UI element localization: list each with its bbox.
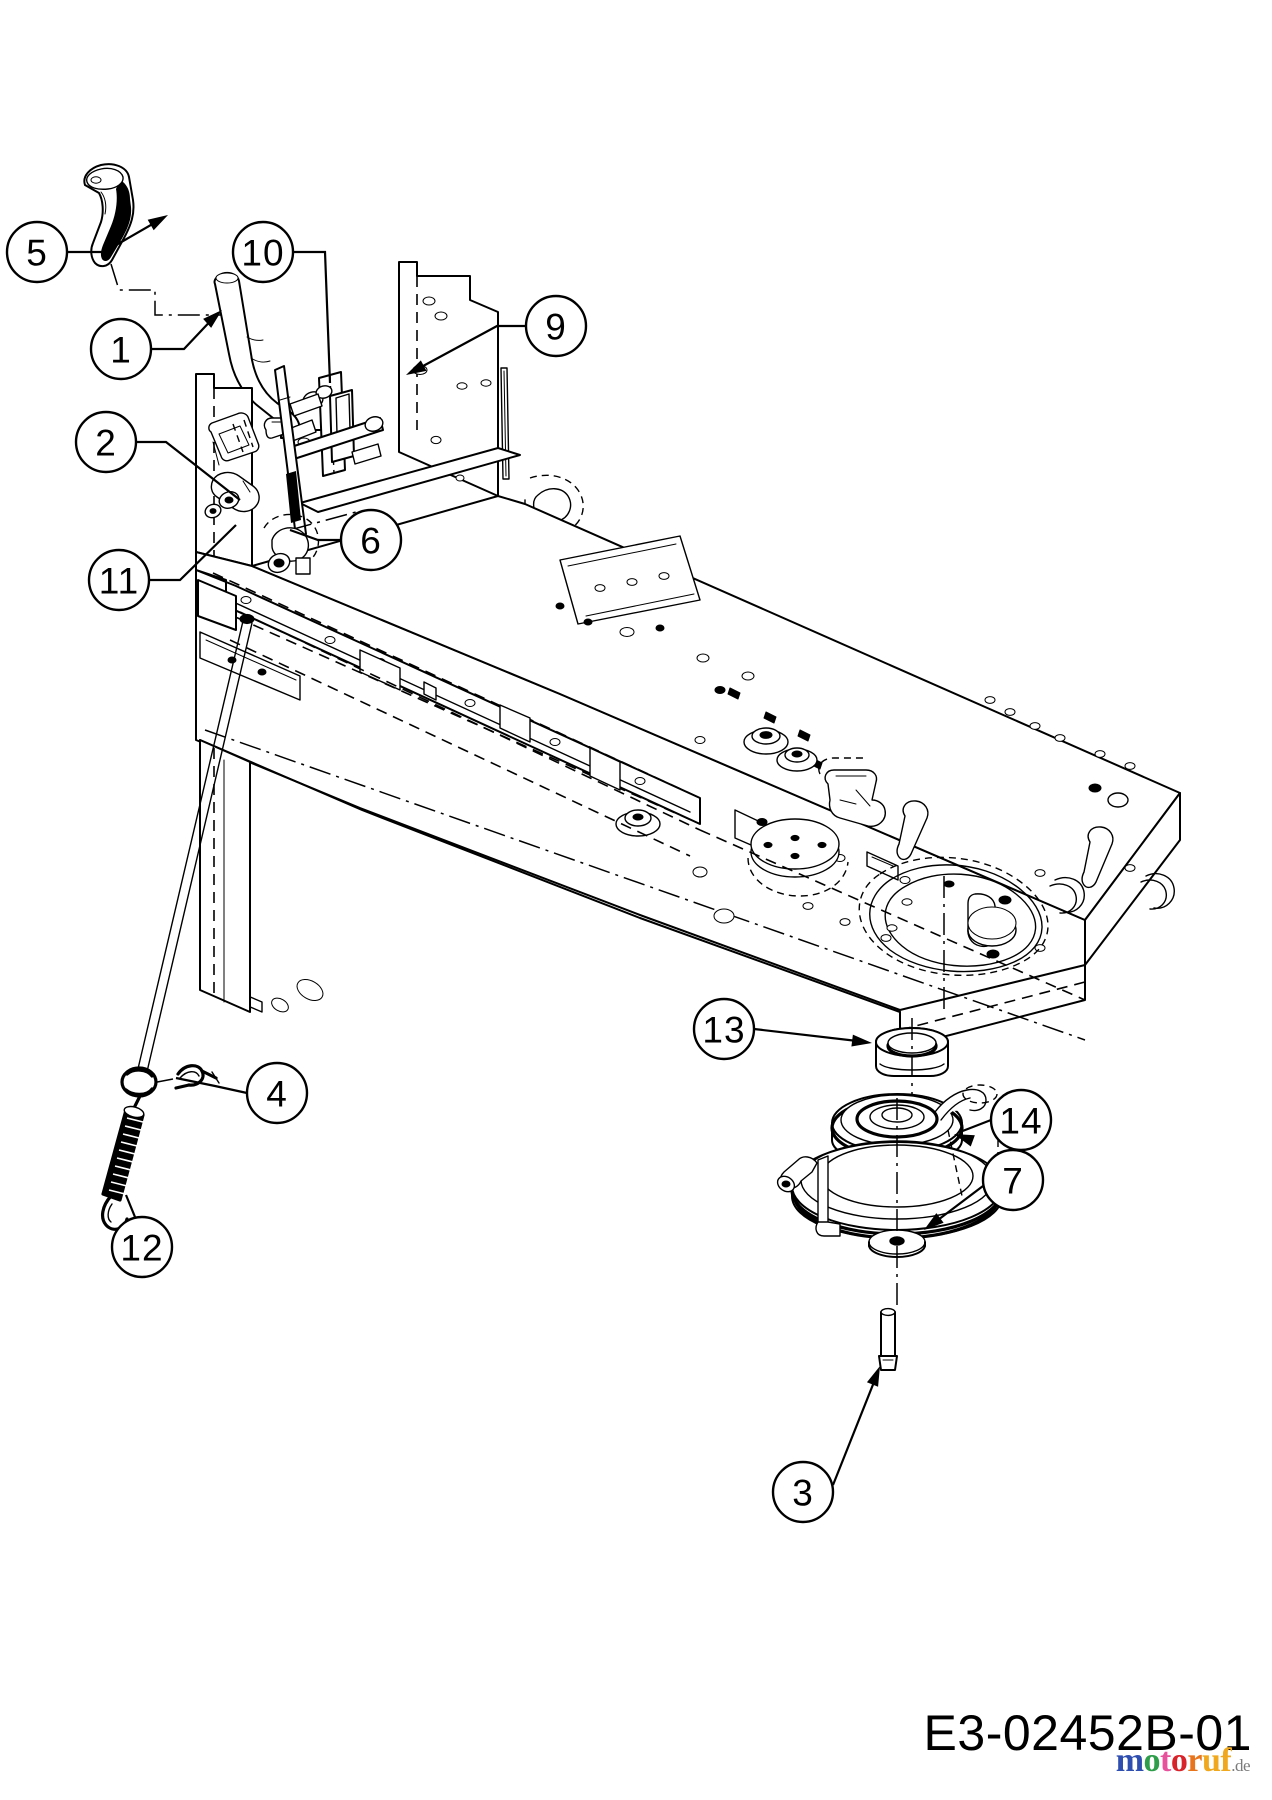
callout-bubble-7[interactable]: [981, 1148, 1045, 1212]
callout-bubble-4[interactable]: [245, 1061, 309, 1125]
leader-arrowhead-13: [851, 1034, 872, 1047]
watermark-tld: .de: [1231, 1756, 1250, 1775]
watermark-letter-1: o: [1143, 1742, 1161, 1779]
callout-10[interactable]: 10: [231, 220, 332, 384]
callout-bubble-2[interactable]: [74, 410, 138, 474]
part-hairpin-cotter-clip: [174, 1064, 220, 1090]
leader-line-10: [293, 250, 332, 384]
callout-number-14: 14: [999, 1101, 1042, 1142]
callout-number-10: 10: [241, 233, 284, 274]
leader-line-11: [149, 524, 237, 582]
callout-number-13: 13: [702, 1010, 745, 1051]
watermark-letter-2: t: [1160, 1742, 1171, 1779]
leader-arrowhead-9: [406, 360, 427, 375]
deck-pivot-cup: [263, 513, 320, 575]
part-extension-spring: [100, 1066, 158, 1231]
leader-line-2: [136, 440, 241, 501]
callout-9[interactable]: 9: [403, 294, 588, 380]
part-lever-rod-linkage: [263, 371, 384, 477]
leader-line-6: [289, 528, 341, 542]
leader-line-13: [753, 1027, 867, 1044]
part-idler-pulley: [776, 1084, 1004, 1240]
leader-arrowhead-14: [954, 1134, 975, 1147]
site-watermark: motoruf.de: [1115, 1742, 1251, 1779]
deck-loop-left: [896, 800, 929, 861]
part-lever-grip-handle: [83, 163, 135, 268]
watermark-letter-3: o: [1170, 1742, 1188, 1779]
leader-line-12: [124, 1194, 137, 1218]
callout-bubble-13[interactable]: [692, 997, 756, 1061]
callout-4[interactable]: 4: [175, 1061, 309, 1125]
part-brake-rod: [274, 365, 307, 538]
part-spring-anchor-rod: [136, 613, 255, 1077]
deck-round-pad: [747, 818, 849, 897]
callout-bubble-11[interactable]: [87, 548, 151, 612]
callout-5[interactable]: 5: [5, 210, 171, 284]
deck-loop-right: [1081, 826, 1114, 889]
callout-number-9: 9: [545, 307, 567, 348]
leader-arrowhead-3: [866, 1366, 880, 1387]
leader-arrowhead-7: [924, 1213, 944, 1230]
callout-bubble-12[interactable]: [110, 1215, 174, 1279]
callout-bubble-1[interactable]: [89, 317, 153, 381]
watermark-letter-6: f: [1220, 1742, 1232, 1779]
callout-1[interactable]: 1: [89, 306, 226, 381]
alignment-line-handle-to-lever: [110, 263, 225, 316]
callout-bubble-5[interactable]: [5, 220, 69, 284]
callout-bubble-3[interactable]: [771, 1460, 835, 1524]
callout-3[interactable]: 3: [771, 1364, 886, 1524]
drawing-number: E3-02452B-01: [923, 1705, 1252, 1761]
callout-number-6: 6: [360, 521, 382, 562]
callout-bubble-9[interactable]: [524, 294, 588, 358]
callout-bubble-10[interactable]: [231, 220, 295, 284]
callout-number-2: 2: [95, 423, 117, 464]
watermark-letter-5: u: [1201, 1742, 1221, 1779]
callout-number-7: 7: [1002, 1161, 1024, 1202]
deck-mount-bracket: [818, 757, 886, 827]
leader-line-5: [67, 217, 164, 254]
callout-number-5: 5: [26, 233, 48, 274]
part-shoulder-bolt: [878, 1307, 898, 1371]
callout-6[interactable]: 6: [289, 508, 403, 572]
callout-number-12: 12: [120, 1228, 163, 1269]
callout-2[interactable]: 2: [74, 410, 241, 501]
callout-7[interactable]: 7: [920, 1148, 1045, 1235]
callout-layer: 5 10 1 9 2 6 11 4 12 13 14 7 3: [5, 210, 1053, 1524]
callout-6-tail: [289, 511, 357, 531]
bracket-hardware-lower: [204, 471, 260, 519]
callout-number-1: 1: [110, 330, 132, 371]
leader-arrowhead-1: [203, 310, 222, 328]
callout-13[interactable]: 13: [692, 997, 873, 1061]
part-flat-washer: [868, 1229, 926, 1258]
leader-line-14: [959, 1118, 992, 1134]
watermark-letter-4: r: [1187, 1742, 1202, 1779]
callout-number-11: 11: [99, 561, 139, 602]
part-spacer-bushing: [875, 1018, 949, 1098]
callout-11[interactable]: 11: [87, 524, 237, 612]
part-frame-chassis: [195, 261, 1181, 1049]
watermark-letter-0: m: [1115, 1742, 1144, 1779]
callout-12[interactable]: 12: [110, 1194, 174, 1279]
deck-boss-fittings: [615, 727, 818, 837]
callout-number-4: 4: [266, 1074, 288, 1115]
leader-line-1: [151, 312, 219, 351]
leader-line-4: [175, 1076, 248, 1095]
leader-arrowhead-5: [147, 215, 168, 231]
leader-line-3: [831, 1371, 880, 1486]
leader-line-9: [411, 324, 526, 373]
callout-bubble-6[interactable]: [339, 508, 403, 572]
deck-fastener-holes: [555, 602, 1136, 952]
callout-number-3: 3: [792, 1473, 814, 1514]
